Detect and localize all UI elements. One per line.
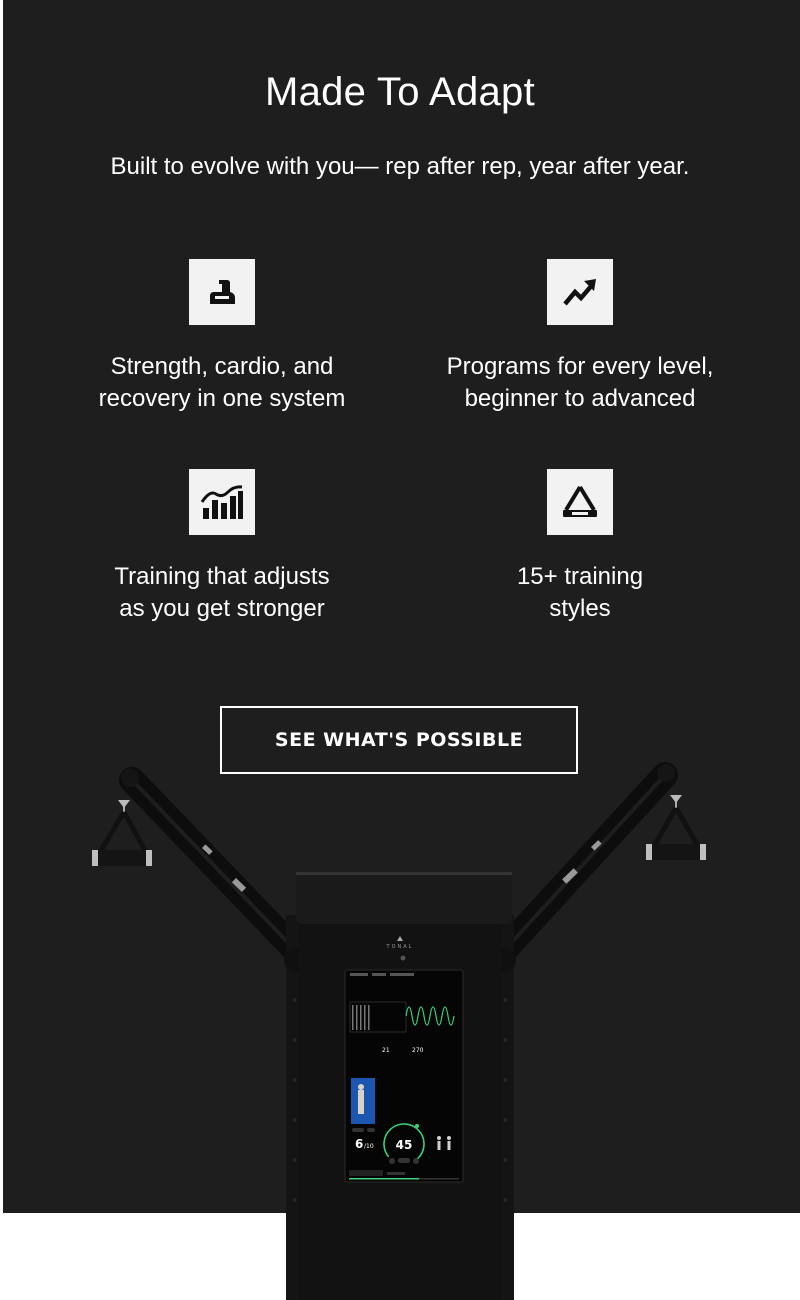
feature-item-adaptive: Training that adjusts as you get stronge… [42, 469, 402, 625]
section-headline: Made To Adapt [264, 70, 536, 114]
feature-icon-box [189, 469, 255, 535]
growth-bars-icon [200, 485, 243, 519]
triangle-handle-icon [563, 485, 597, 517]
trending-up-icon [563, 279, 596, 306]
feature-label: Strength, cardio, and recovery in one sy… [98, 353, 346, 412]
section-subhead: Built to evolve with you— rep after rep,… [110, 153, 690, 180]
feature-label: Training that adjusts as you get stronge… [114, 563, 330, 622]
flexed-arm-icon [210, 280, 235, 304]
feature-item-all-in-one: Strength, cardio, and recovery in one sy… [42, 259, 402, 415]
feature-icon-box [547, 469, 613, 535]
feature-icon-box [547, 259, 613, 325]
feature-icon-box [189, 259, 255, 325]
feature-item-training-styles: 15+ training styles [400, 469, 760, 625]
feature-label: Programs for every level, beginner to ad… [446, 353, 714, 412]
feature-item-programs: Programs for every level, beginner to ad… [400, 259, 760, 415]
feature-label: 15+ training styles [516, 563, 644, 622]
see-whats-possible-button[interactable]: SEE WHAT'S POSSIBLE [220, 706, 578, 774]
